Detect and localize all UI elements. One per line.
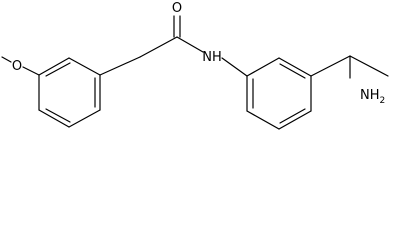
bond-ring-ch — [310, 55, 351, 77]
bond-n-ring — [221, 57, 248, 77]
bond-ring1-d — [68, 109, 101, 128]
bond-ring1-b — [68, 57, 101, 76]
bond-ring1-a-inner — [45, 62, 71, 77]
left-benzene-ring — [38, 57, 101, 128]
bond-ring2-e — [246, 110, 280, 130]
amine-subscript-2: 2 — [380, 96, 386, 106]
aminoethyl-group: NH2 — [310, 55, 389, 106]
bond-carbonyl-n — [176, 36, 204, 53]
bond-methyl-o — [1, 56, 12, 63]
acetamide-linker: O NH — [99, 1, 248, 77]
bond-ring1-e — [38, 109, 70, 128]
amine-nh-text: NH — [360, 88, 380, 103]
amide-nh-label: NH — [202, 50, 222, 65]
amine-label: NH2 — [360, 88, 385, 106]
bond-ring-ch2 — [99, 56, 141, 76]
bond-ring2-d — [278, 110, 312, 130]
bond-ring2-a — [246, 57, 280, 77]
bond-ring2-d-inner — [279, 108, 306, 124]
methoxy-oxygen-label: O — [12, 59, 22, 74]
bond-o-ring — [22, 66, 40, 76]
methoxy-group: O — [1, 56, 40, 76]
carbonyl-oxygen-label: O — [172, 1, 182, 16]
right-benzene-ring — [246, 57, 312, 130]
bond-ring2-b-inner — [279, 63, 306, 79]
chemical-structure: O O NH NH2 — [1, 1, 389, 130]
bond-ch2-carbonyl — [139, 36, 178, 58]
bond-ring2-b — [278, 57, 312, 77]
bond-ring1-e-inner — [45, 108, 71, 123]
bond-ch-methyl — [349, 55, 389, 77]
bond-ring1-a — [38, 57, 70, 76]
